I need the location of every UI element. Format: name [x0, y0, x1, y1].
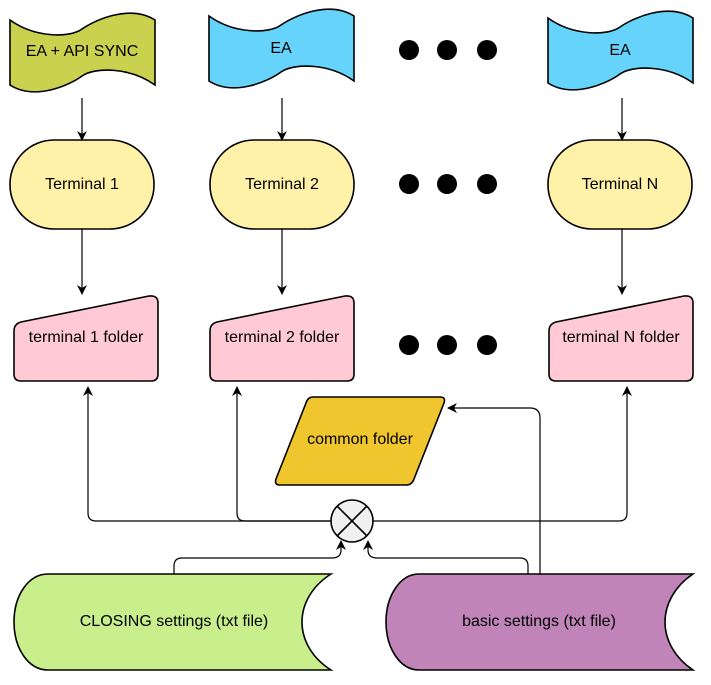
edge-basic-settings-to-common-folder — [447, 403, 541, 575]
or-junction-cross — [336, 505, 368, 537]
common-folder-node: common folder — [274, 396, 446, 486]
edge-closing-settings-to-junction — [173, 540, 346, 575]
or-junction — [330, 499, 374, 543]
terminal-1-node: Terminal 1 — [9, 139, 155, 230]
ellipsis-dot — [399, 174, 419, 194]
ea-n-tape-shape — [547, 10, 694, 91]
common-folder-parallelogram-shape — [274, 396, 446, 486]
edge-junction-to-terminal-n-folder — [373, 386, 632, 522]
ellipsis-dot — [477, 335, 497, 355]
ellipsis-dot — [437, 40, 457, 60]
ellipsis-dots — [399, 174, 497, 194]
edge-junction-to-terminal-1-folder — [83, 386, 331, 522]
terminal-n-terminator-shape — [547, 139, 693, 230]
ellipsis-dot — [399, 335, 419, 355]
ellipsis-dot — [477, 174, 497, 194]
terminal-n-node: Terminal N — [547, 139, 693, 230]
terminal-1-terminator-shape — [9, 139, 155, 230]
closing-settings-node: CLOSING settings (txt file) — [13, 573, 334, 671]
terminal-n-label: Terminal N — [582, 176, 658, 193]
basic-settings-label: basic settings (txt file) — [462, 613, 616, 630]
ea-2-label: EA — [270, 40, 292, 57]
terminal-2-node: Terminal 2 — [209, 139, 355, 230]
terminal-n-folder-label: terminal N folder — [562, 329, 680, 346]
ellipsis-dot — [477, 40, 497, 60]
edge-junction-to-terminal-2-folder — [232, 386, 331, 522]
closing-settings-stored-data-shape — [13, 573, 334, 671]
ea-2-tape-shape — [208, 8, 355, 89]
edge-basic-settings-to-junction — [363, 540, 529, 575]
ellipsis-dot — [437, 174, 457, 194]
ellipsis-dot — [437, 335, 457, 355]
terminal-1-folder-shape — [13, 295, 159, 382]
basic-settings-stored-data-shape — [385, 573, 696, 671]
basic-settings-node: basic settings (txt file) — [385, 573, 696, 671]
terminal-n-folder-shape — [548, 295, 694, 382]
ea-n-node: EA — [547, 10, 694, 91]
terminal-2-folder-label: terminal 2 folder — [225, 329, 340, 346]
ea-api-sync-node: EA + API SYNC — [9, 12, 156, 93]
terminal-2-folder-shape — [209, 295, 355, 382]
ea-2-node: EA — [208, 8, 355, 89]
edges — [77, 98, 632, 575]
ellipsis-dots — [399, 40, 497, 60]
terminal-2-label: Terminal 2 — [245, 176, 319, 193]
terminal-1-folder-node: terminal 1 folder — [13, 295, 159, 382]
terminal-1-label: Terminal 1 — [45, 176, 119, 193]
terminal-1-folder-label: terminal 1 folder — [29, 329, 144, 346]
ellipsis-group — [399, 40, 497, 355]
ellipsis-dot — [399, 40, 419, 60]
terminal-2-terminator-shape — [209, 139, 355, 230]
ellipsis-dots — [399, 335, 497, 355]
ea-n-label: EA — [609, 42, 631, 59]
common-folder-label: common folder — [307, 431, 413, 448]
terminal-n-folder-node: terminal N folder — [548, 295, 694, 382]
terminal-2-folder-node: terminal 2 folder — [209, 295, 355, 382]
closing-settings-label: CLOSING settings (txt file) — [80, 613, 269, 630]
ea-api-sync-tape-shape — [9, 12, 156, 93]
ea-api-sync-label: EA + API SYNC — [26, 43, 139, 60]
